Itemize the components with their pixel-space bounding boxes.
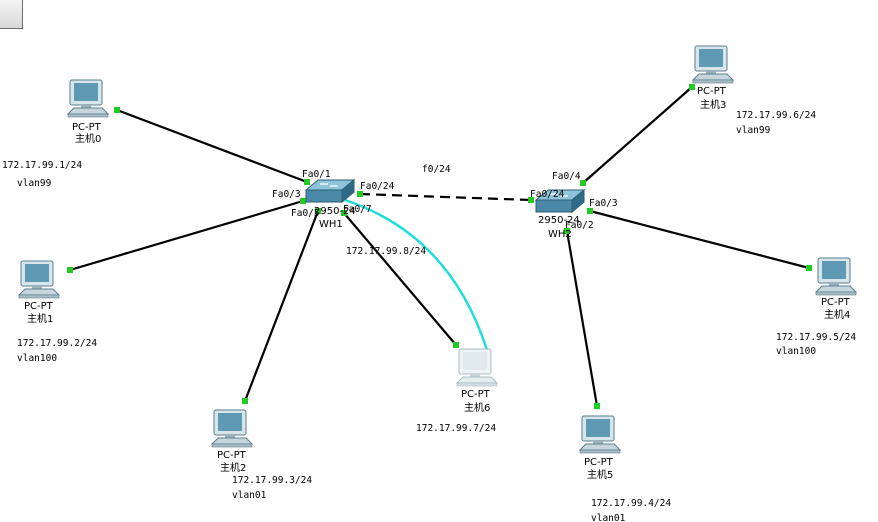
switch-wh1-name: WH1 xyxy=(319,219,343,230)
port-label-wh1-fa0-7: Fa0/7 xyxy=(343,204,372,215)
port-dot xyxy=(300,198,306,204)
port-label-wh1-fa0-24: Fa0/24 xyxy=(360,181,395,192)
pc-icon-h4[interactable] xyxy=(815,257,857,296)
port-dot xyxy=(304,179,310,185)
host-h3-ip: 172.17.99.6/24 xyxy=(736,110,816,121)
pc-icon-h5[interactable] xyxy=(579,415,621,454)
port-dot xyxy=(528,197,534,203)
host-h5-ip: 172.17.99.4/24 xyxy=(591,498,671,509)
switch-ip-note: 172.17.99.8/24 xyxy=(346,246,426,257)
port-dot xyxy=(67,267,73,273)
host-h2-name: 主机2 xyxy=(220,461,246,474)
port-dot xyxy=(341,210,347,216)
port-dot xyxy=(315,208,321,214)
pc-icon-h1[interactable] xyxy=(18,260,60,299)
host-h2-ip: 172.17.99.3/24 xyxy=(232,475,312,486)
pc-icon-h6[interactable] xyxy=(456,348,498,387)
host-h1-vlan: vlan100 xyxy=(17,353,57,364)
host-h0-type: PC-PT xyxy=(72,122,102,133)
port-dot xyxy=(357,191,363,197)
switch-wh1[interactable] xyxy=(304,178,356,204)
switch-wh2-name: WH2 xyxy=(548,229,572,240)
port-dots xyxy=(67,84,812,409)
port-label-wh2-fa0-24: Fa0/24 xyxy=(530,189,565,200)
link-h5-wh2[interactable] xyxy=(565,230,599,407)
link-h2-wh1[interactable] xyxy=(243,210,320,402)
link-h6-wh1[interactable] xyxy=(343,212,457,346)
port-label-wh2-fa0-4: Fa0/4 xyxy=(552,171,581,182)
host-h4-name: 主机4 xyxy=(824,308,850,321)
switch-wh2[interactable] xyxy=(534,188,586,214)
port-label-wh1-fa0-3: Fa0/3 xyxy=(272,189,301,200)
port-dot xyxy=(564,228,570,234)
host-h0-name: 主机0 xyxy=(75,132,101,145)
port-dot xyxy=(587,208,593,214)
host-h2-vlan: vlan01 xyxy=(232,490,267,501)
pc-icon-h3[interactable] xyxy=(692,45,734,84)
links-layer xyxy=(69,86,810,407)
host-h6-name: 主机6 xyxy=(464,401,490,414)
pc-icon-h2[interactable] xyxy=(211,409,253,448)
trunk-note: f0/24 xyxy=(422,164,451,175)
host-h4-type: PC-PT xyxy=(821,297,851,308)
link-h4-wh2[interactable] xyxy=(589,209,810,270)
host-h5-type: PC-PT xyxy=(584,457,614,468)
host-h1-type: PC-PT xyxy=(24,301,54,312)
host-h4-ip: 172.17.99.5/24 xyxy=(776,332,856,343)
port-label-wh1-fa0-5: Fa0/5 xyxy=(291,208,320,219)
host-h0-vlan: vlan99 xyxy=(17,178,52,189)
port-label-wh2-fa0-3: Fa0/3 xyxy=(589,198,618,209)
switch-wh2-model: 2950-24 xyxy=(538,215,580,226)
host-h1-name: 主机1 xyxy=(27,312,53,325)
window-corner-widget[interactable] xyxy=(0,0,23,29)
port-dot xyxy=(806,265,812,271)
link-wh1-wh2-trunk[interactable] xyxy=(359,192,532,202)
host-h3-type: PC-PT xyxy=(697,86,727,97)
host-h3-vlan: vlan99 xyxy=(736,125,771,136)
port-dot xyxy=(594,403,600,409)
host-h6-ip: 172.17.99.7/24 xyxy=(416,423,496,434)
port-dot xyxy=(580,180,586,186)
switch-wh1-model: 2950-24 xyxy=(314,206,356,217)
port-dot xyxy=(453,342,459,348)
host-h3-name: 主机3 xyxy=(700,98,726,111)
host-h4-vlan: vlan100 xyxy=(776,346,816,357)
host-h6-type: PC-PT xyxy=(461,389,491,400)
host-h2-type: PC-PT xyxy=(217,450,247,461)
pc-icon-h0[interactable] xyxy=(67,79,109,118)
host-h1-ip: 172.17.99.2/24 xyxy=(17,338,97,349)
host-h5-name: 主机5 xyxy=(587,468,613,481)
port-dot xyxy=(689,84,695,90)
port-label-wh1-fa0-1: Fa0/1 xyxy=(302,169,331,180)
host-h5-vlan: vlan01 xyxy=(591,513,626,522)
link-h0-wh1[interactable] xyxy=(116,108,308,184)
link-h3-wh2[interactable] xyxy=(582,86,693,184)
port-label-wh2-fa0-2: Fa0/2 xyxy=(565,220,594,231)
port-dot xyxy=(114,107,120,113)
console-link-h6-wh1[interactable] xyxy=(344,198,489,351)
host-h0-ip: 172.17.99.1/24 xyxy=(2,160,82,171)
link-h1-wh1[interactable] xyxy=(69,199,304,272)
port-dot xyxy=(242,398,248,404)
